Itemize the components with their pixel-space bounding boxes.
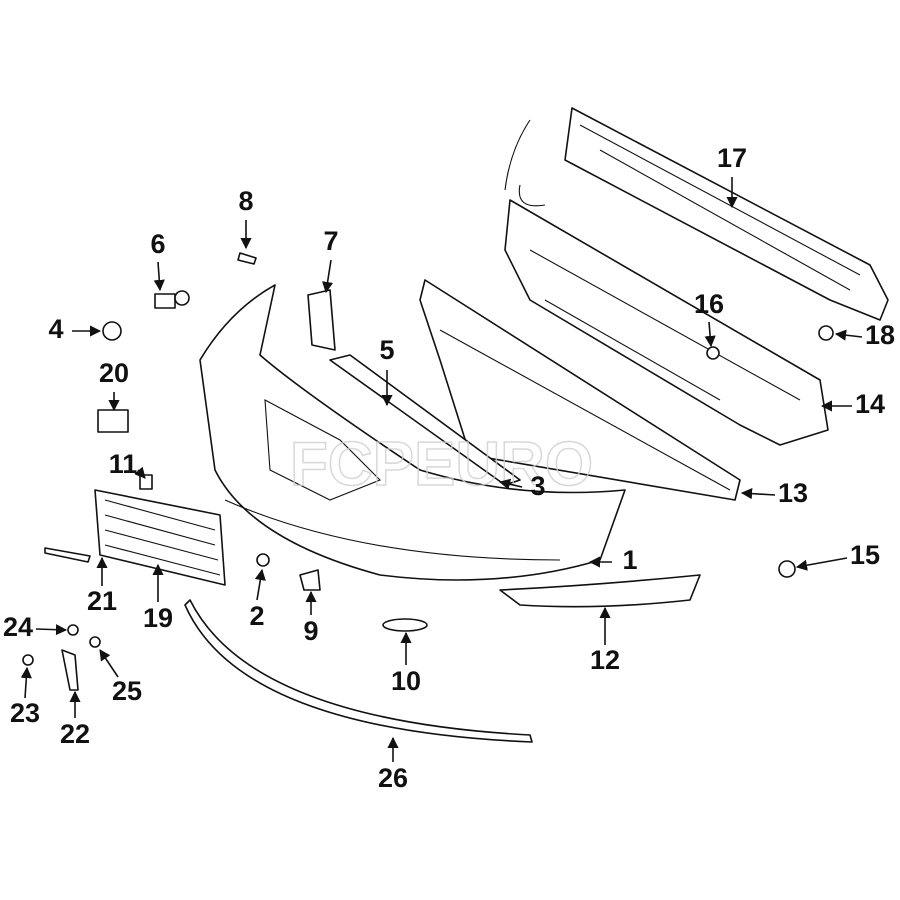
- watermark-logo: FCPEURO: [290, 430, 593, 499]
- callout-14[interactable]: 14: [855, 389, 885, 419]
- molding-part[interactable]: [184, 599, 533, 743]
- bumper-cover-part[interactable]: [199, 284, 626, 581]
- callout-15[interactable]: 15: [850, 540, 880, 570]
- callout-6[interactable]: 6: [150, 229, 165, 259]
- callout-5[interactable]: 5: [379, 335, 394, 365]
- callout-21[interactable]: 21: [87, 586, 117, 616]
- callout-23[interactable]: 23: [10, 698, 40, 728]
- callout-7[interactable]: 7: [323, 226, 338, 256]
- callout-9[interactable]: 9: [303, 616, 318, 646]
- callout-13[interactable]: 13: [778, 478, 808, 508]
- callout-8[interactable]: 8: [238, 186, 253, 216]
- callout-20[interactable]: 20: [99, 358, 129, 388]
- grille-part[interactable]: [94, 489, 226, 586]
- callout-3[interactable]: 3: [530, 471, 545, 501]
- spoiler-part[interactable]: [499, 574, 701, 608]
- callout-1[interactable]: 1: [622, 545, 637, 575]
- callout-12[interactable]: 12: [590, 645, 620, 675]
- callout-arrows: [20, 177, 863, 762]
- callout-11[interactable]: 11: [109, 449, 138, 479]
- callout-24[interactable]: 24: [3, 612, 33, 642]
- callout-18[interactable]: 18: [865, 320, 895, 350]
- callout-22[interactable]: 22: [60, 719, 90, 749]
- callout-10[interactable]: 10: [391, 666, 421, 696]
- small-fasteners: [22, 252, 834, 691]
- energy-absorber-part[interactable]: [504, 119, 829, 446]
- bracket-strip-part[interactable]: [329, 354, 521, 486]
- callout-2[interactable]: 2: [249, 601, 264, 631]
- reinforcement-bar-part[interactable]: [564, 107, 889, 321]
- callout-25[interactable]: 25: [112, 676, 142, 706]
- callout-labels: 1 2 3 4 5 6 7 8 9 10 11 12 13 14 15 16 1…: [3, 143, 895, 793]
- callout-26[interactable]: 26: [378, 763, 408, 793]
- callout-4[interactable]: 4: [48, 314, 63, 344]
- callout-19[interactable]: 19: [143, 603, 173, 633]
- callout-16[interactable]: 16: [694, 289, 724, 319]
- callout-17[interactable]: 17: [717, 143, 747, 173]
